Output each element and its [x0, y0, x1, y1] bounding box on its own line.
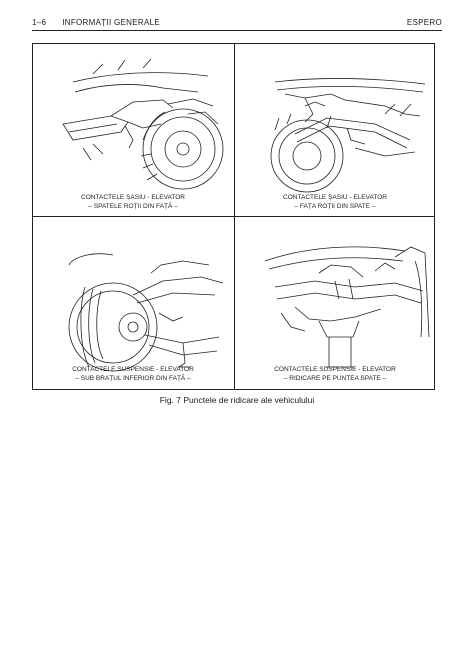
panel-caption: CONTACTELE ȘASIU - ELEVATOR – SPATELE RO…	[81, 194, 185, 210]
header-rule	[32, 30, 442, 31]
page-number: 1–6	[32, 18, 47, 27]
model-name: ESPERO	[406, 18, 442, 27]
figure-divider-horizontal	[33, 216, 434, 217]
panel-caption: CONTACTELE SUSPENSIE - ELEVATOR – RIDICA…	[274, 366, 396, 382]
illustration-rear-axle-lift	[264, 246, 430, 368]
section-title: INFORMAȚII GENERALE	[62, 18, 160, 27]
panel-rear-axle-lift: CONTACTELE SUSPENSIE - ELEVATOR – RIDICA…	[235, 217, 435, 388]
figure-frame: CONTACTELE ȘASIU - ELEVATOR – SPATELE RO…	[32, 43, 435, 390]
illustration-front-lower-arm	[68, 253, 224, 372]
panel-front-wheel-rear: CONTACTELE ȘASIU - ELEVATOR – SPATELE RO…	[33, 44, 233, 215]
illustration-front-wheel-chassis	[62, 58, 224, 190]
page-header: 1–6 INFORMAȚII GENERALE ESPERO	[32, 16, 442, 30]
panel-front-lower-arm: CONTACTELE SUSPENSIE - ELEVATOR – SUB BR…	[33, 217, 233, 388]
illustration-rear-wheel-chassis	[270, 77, 426, 193]
panel-caption: CONTACTELE ȘASIU - ELEVATOR – FAȚA ROȚII…	[283, 194, 387, 210]
figure-caption: Fig. 7 Punctele de ridicare ale vehiculu…	[159, 395, 315, 405]
panel-rear-wheel-front: CONTACTELE ȘASIU - ELEVATOR – FAȚA ROȚII…	[235, 44, 435, 215]
panel-caption: CONTACTELE SUSPENSIE - ELEVATOR – SUB BR…	[72, 366, 194, 382]
